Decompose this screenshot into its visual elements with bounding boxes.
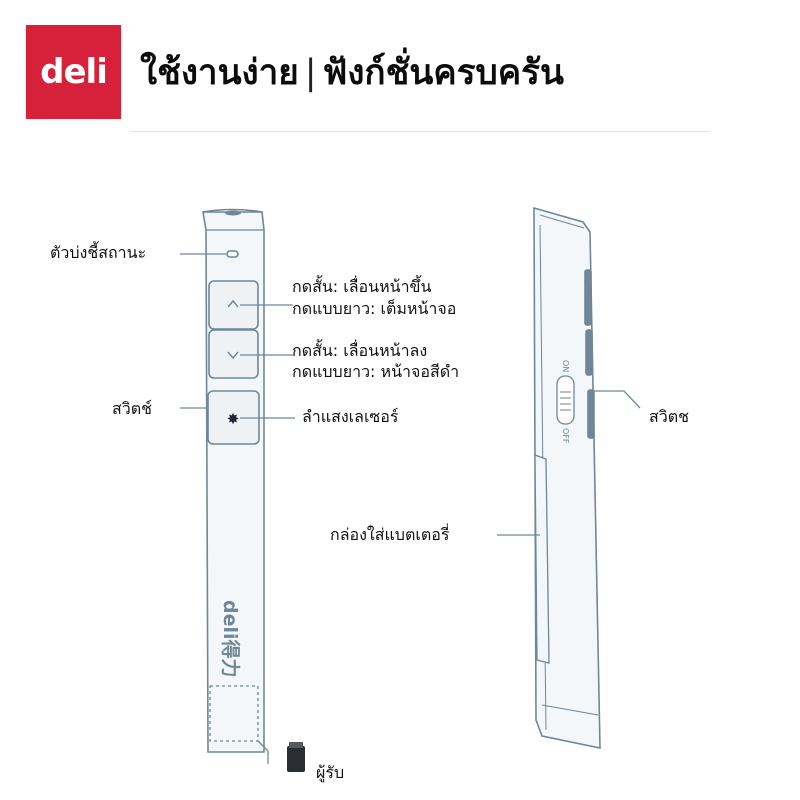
side-body	[533, 206, 601, 749]
side-switch-ridge	[587, 389, 595, 439]
switch-on-label: ON	[561, 360, 570, 372]
switch-off-label: OFF	[561, 428, 570, 444]
status-led	[226, 250, 239, 258]
down-button	[208, 329, 259, 379]
receiver-slot	[209, 685, 259, 742]
battery-label: กล่องใส่แบตเตอรี่	[330, 525, 450, 544]
battery-compartment	[534, 454, 550, 664]
power-switch	[556, 375, 575, 425]
title-left: ใช้งานง่าย	[140, 53, 299, 93]
page-title: ใช้งานง่าย|ฟังก์ชั่นครบครัน	[140, 52, 564, 94]
chevron-down-icon	[227, 351, 239, 360]
leader-switch-side	[591, 390, 641, 409]
title-right: ฟังก์ชั่นครบครัน	[322, 53, 564, 93]
receiver-dongle	[287, 746, 305, 772]
leader-receiver	[257, 740, 269, 764]
laser-star-icon: ✸	[227, 410, 240, 428]
up-long-label: กดแบบยาว: เต็มหน้าจอ	[292, 299, 457, 318]
up-short-label: กดสั้น: เลื่อนหน้าขึ้น	[292, 277, 432, 296]
front-top-cap	[202, 208, 263, 213]
switch-front-label: สวิตช์	[112, 399, 152, 418]
side-bottom-cap	[541, 704, 599, 716]
receiver-dongle-plug	[289, 742, 303, 748]
side-button-ridge-2	[585, 329, 593, 376]
header-divider	[130, 131, 710, 132]
power-switch-grip	[560, 391, 571, 411]
down-short-label: กดสั้น: เลื่อนหน้าลง	[292, 341, 428, 360]
logo-text: deli	[40, 52, 108, 92]
laser-label: ลำแสงเลเซอร์	[302, 407, 399, 426]
down-long-label: กดแบบยาว: หน้าจอสีดำ	[292, 362, 460, 381]
front-device	[202, 208, 265, 753]
device-engraving: deli得力	[219, 600, 242, 678]
chevron-up-icon	[227, 299, 239, 308]
deli-logo: deli	[26, 25, 121, 119]
side-device	[533, 206, 601, 749]
receiver-label: ผู้รับ	[316, 763, 345, 782]
title-separator: |	[304, 53, 317, 93]
switch-side-label: สวิตช	[649, 407, 689, 426]
side-button-ridge-1	[584, 269, 592, 326]
side-inner-edge	[539, 214, 585, 229]
top-port	[225, 210, 241, 216]
status-indicator-label: ตัวบ่งชี้สถานะ	[50, 243, 147, 262]
